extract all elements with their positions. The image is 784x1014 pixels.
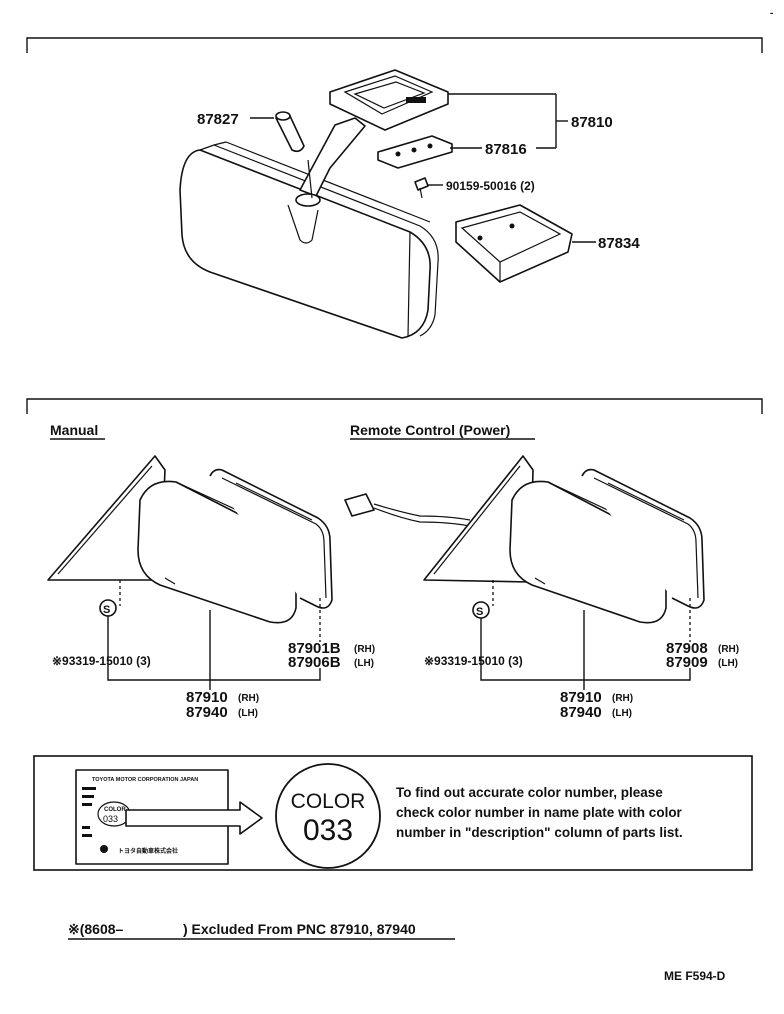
remote-assy-lh-suffix: (LH) [612, 708, 632, 719]
label-87834: 87834 [598, 235, 640, 252]
remote-glass-rh-suffix: (RH) [718, 644, 739, 655]
part-87834-cover [455, 204, 573, 283]
remote-glass-lh-suffix: (LH) [718, 658, 738, 669]
upper-leader-lines [250, 93, 596, 243]
part-87816-bracket [377, 135, 453, 169]
label-90159: 90159-50016 (2) [446, 179, 535, 193]
manual-assy-rh: 87910 [186, 689, 228, 706]
footnote: ※(8608– ) Excluded From PNC 87910, 87940 [68, 921, 455, 940]
manual-heading: Manual [50, 422, 98, 438]
manual-screw-label: ※93319-15010 (3) [52, 654, 151, 668]
plate-color-label: COLOR [104, 807, 126, 813]
footnote-text: ) Excluded From PNC 87910, 87940 [183, 921, 416, 937]
screw-90159 [414, 177, 429, 199]
manual-screw-leaders: S [99, 580, 321, 690]
remote-glass-lh: 87909 [666, 654, 708, 671]
plate-color-code: 033 [103, 814, 118, 824]
manual-outer-mirror-illustration [47, 455, 333, 624]
label-87816: 87816 [485, 141, 527, 158]
remote-assy-rh-suffix: (RH) [612, 693, 633, 704]
label-87827: 87827 [197, 111, 239, 128]
part-87827-cap [275, 111, 305, 153]
remote-s-symbol: S [476, 606, 483, 618]
plate-maker: トヨタ自動車株式会社 [118, 847, 178, 855]
manual-s-symbol: S [103, 604, 110, 616]
plate-header: TOYOTA MOTOR CORPORATION JAPAN [92, 777, 198, 783]
color-info-box: TOYOTA MOTOR CORPORATION JAPAN COLOR 033… [33, 755, 753, 871]
color-badge: COLOR 033 [275, 763, 381, 869]
remote-screw-label: ※93319-15010 (3) [424, 654, 523, 668]
page-code: ME F594-D [664, 969, 726, 983]
lower-section-frame [26, 398, 763, 414]
remote-outer-mirror-illustration [344, 455, 705, 624]
manual-assy-rh-suffix: (RH) [238, 693, 259, 704]
badge-color-code: 033 [303, 814, 353, 847]
label-87810: 87810 [571, 114, 613, 131]
remote-assy-lh: 87940 [560, 704, 602, 721]
instruction-line-2: check color number in name plate with co… [396, 805, 683, 820]
footnote-mark: ※(8608– [68, 921, 124, 937]
remote-screw-leaders: S [472, 580, 691, 690]
instruction-line-1: To find out accurate color number, pleas… [396, 785, 663, 800]
manual-glass-lh-suffix: (LH) [354, 658, 374, 669]
remote-heading: Remote Control (Power) [350, 422, 510, 438]
manual-assy-lh: 87940 [186, 704, 228, 721]
upper-section-frame [26, 37, 763, 53]
arrow-icon [125, 801, 263, 835]
instruction-line-3: number in "description" column of parts … [396, 825, 683, 840]
manual-glass-rh: 87901B [288, 640, 341, 657]
manual-glass-rh-suffix: (RH) [354, 644, 375, 655]
manual-glass-lh: 87906B [288, 654, 341, 671]
remote-glass-rh: 87908 [666, 640, 708, 657]
remote-assy-rh: 87910 [560, 689, 602, 706]
svg-text:-: - [770, 8, 773, 19]
badge-color-word: COLOR [291, 790, 366, 813]
manual-assy-lh-suffix: (LH) [238, 708, 258, 719]
inner-mirror-illustration [179, 69, 449, 339]
